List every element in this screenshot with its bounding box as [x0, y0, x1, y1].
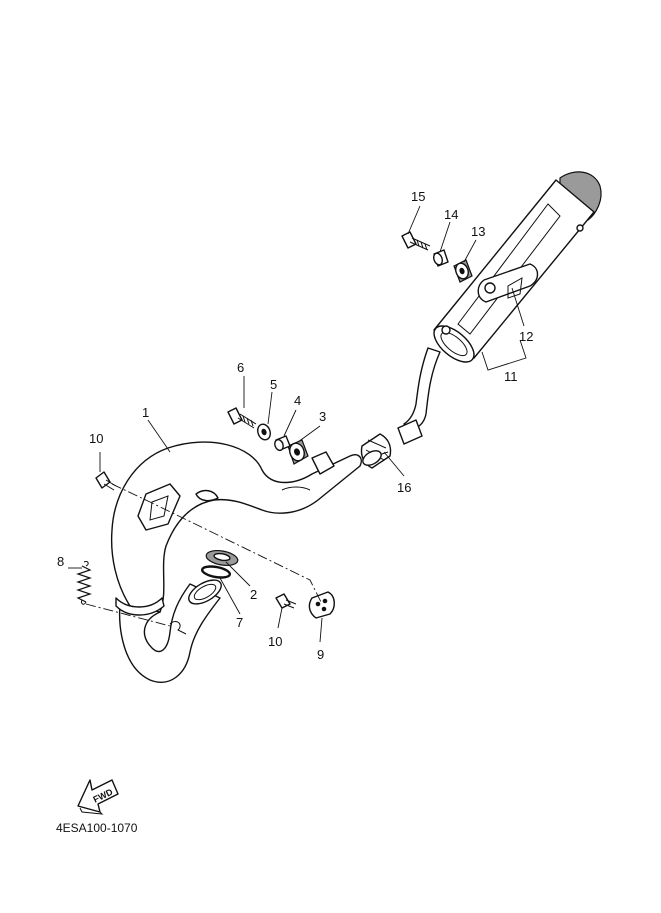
exhaust-pipe-part-1 — [110, 441, 362, 683]
callout-5: 5 — [270, 377, 277, 392]
joint-rubber-part-16 — [360, 433, 392, 469]
callout-16: 16 — [397, 480, 411, 495]
callout-4: 4 — [294, 393, 301, 408]
washer-part-5 — [257, 423, 271, 441]
callout-1: 1 — [142, 405, 149, 420]
bolt-part-6 — [227, 407, 257, 429]
grommet-part-13 — [453, 259, 473, 283]
bolt-part-10-lower — [275, 593, 297, 609]
leader-lines — [68, 205, 527, 643]
callout-11: 11 — [504, 369, 518, 384]
callout-15: 15 — [411, 189, 425, 204]
diagram-code: 4ESA100-1070 — [56, 821, 138, 835]
callout-labels: 1 2 3 4 5 6 7 8 9 10 10 11 12 13 14 15 1… — [57, 189, 533, 662]
collar-part-14 — [433, 249, 449, 267]
callout-7: 7 — [236, 615, 243, 630]
o-ring-part-7 — [200, 565, 232, 579]
callout-8: 8 — [57, 554, 64, 569]
callout-13: 13 — [471, 224, 485, 239]
callout-12: 12 — [519, 329, 533, 344]
callout-10-lower: 10 — [268, 634, 282, 649]
bolt-part-10-upper — [95, 471, 117, 491]
callout-9: 9 — [317, 647, 324, 662]
bracket-part-9 — [308, 591, 335, 619]
callout-10-upper: 10 — [89, 431, 103, 446]
silencer-part-11 — [397, 171, 602, 445]
callout-2: 2 — [250, 587, 257, 602]
collar-part-4 — [274, 435, 291, 452]
grommet-part-3 — [287, 439, 309, 465]
bolt-part-15 — [401, 231, 431, 251]
spring-part-8 — [76, 561, 92, 605]
forward-direction-arrow: FWD — [77, 779, 119, 815]
callout-3: 3 — [319, 409, 326, 424]
callout-14: 14 — [444, 207, 458, 222]
gasket-part-2 — [205, 549, 239, 567]
callout-6: 6 — [237, 360, 244, 375]
